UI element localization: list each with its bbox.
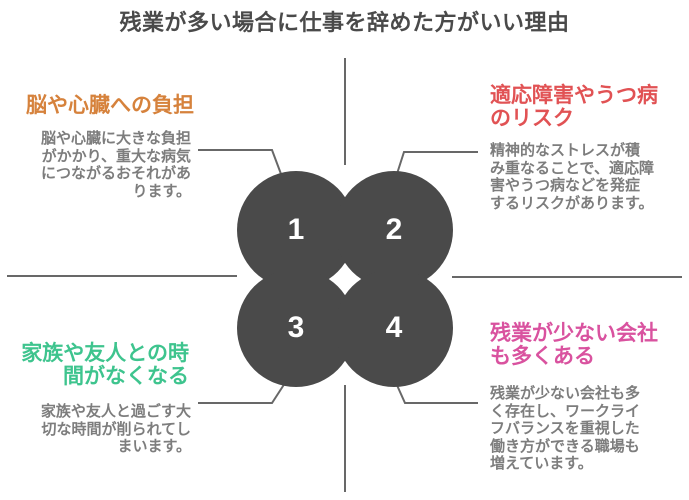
connector-elbow-bottom-left	[198, 382, 286, 404]
circle-number-1: 1	[287, 213, 305, 246]
section-4-body: 残業が少ない会社も多 く存在し、ワークライ フバランスを重視した 働き方ができる…	[490, 385, 641, 472]
section-4-heading: 残業が少ない会社 も多くある	[490, 322, 658, 368]
numbered-circles	[237, 171, 453, 387]
section-3-body: 家族や友人と過ごす大 切な時間が削られてし まいます。	[40, 403, 191, 455]
circle-number-4: 4	[385, 311, 403, 344]
circle-3	[237, 269, 355, 387]
page-title: 残業が多い場合に仕事を辞めた方がいい理由	[119, 10, 570, 35]
circle-2	[335, 171, 453, 289]
circle-number-3: 3	[287, 311, 305, 344]
section-1-heading: 脳や心臓への負担	[26, 94, 194, 117]
connector-elbow-top-right	[394, 151, 478, 181]
section-2-heading: 適応障害やうつ病 のリスク	[490, 84, 658, 130]
connector-elbow-bottom-right	[395, 382, 478, 404]
circle-1	[237, 171, 355, 289]
circle-4	[335, 269, 453, 387]
section-1-body: 脳や心臓に大きな負担 がかかり、重大な病気 につながるおそれがあ ります。	[40, 130, 191, 200]
circle-number-2: 2	[385, 213, 403, 246]
section-2-body: 精神的なストレスが積 み重なることで、適応障 害やうつ病などを発症 するリスクが…	[490, 142, 654, 212]
connector-lines	[7, 58, 682, 492]
section-3-heading: 家族や友人との時 間がなくなる	[21, 342, 189, 388]
